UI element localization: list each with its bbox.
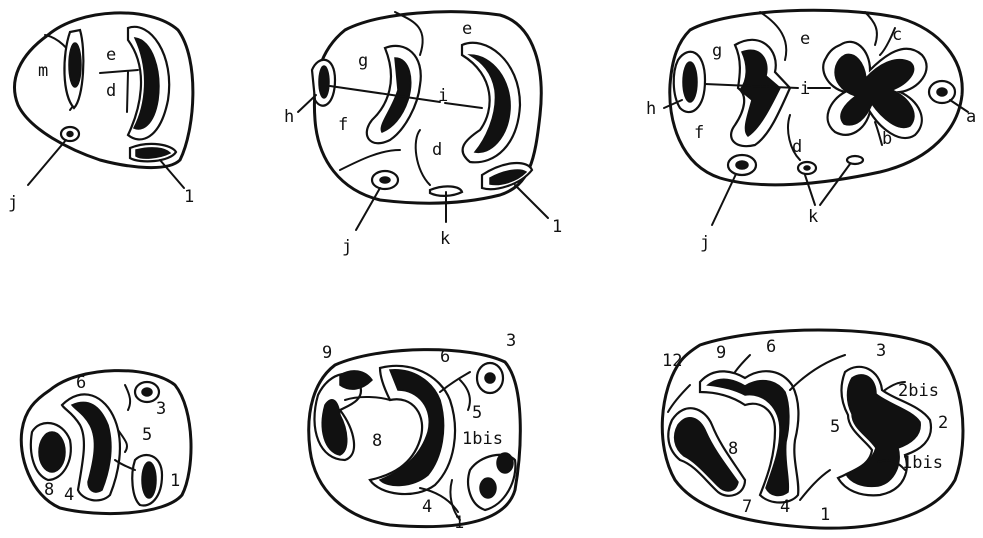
- label-3: 3: [506, 331, 516, 351]
- label-3: 3: [156, 399, 166, 419]
- label-d: d: [432, 140, 442, 160]
- dentine-island-1b: [497, 453, 513, 473]
- label-b: b: [882, 129, 892, 149]
- label-1: 1: [454, 513, 464, 533]
- cusp-line-d: [127, 72, 128, 112]
- bottom-tooth-3: 12 9 6 3 2bis 5 2 8 1bis 7 4 1: [662, 330, 963, 528]
- label-j: j: [700, 233, 710, 253]
- label-7: 7: [742, 497, 752, 517]
- label-1: 1: [170, 471, 180, 491]
- cingulum-3-core: [142, 388, 152, 396]
- label-1: 1: [552, 217, 562, 237]
- label-e: e: [800, 29, 810, 49]
- label-4: 4: [780, 497, 790, 517]
- label-h: h: [284, 107, 294, 127]
- label-j: j: [8, 193, 18, 213]
- bottom-tooth-2: 9 6 3 5 8 1bis 4 1: [309, 331, 521, 533]
- label-a: a: [966, 107, 976, 127]
- cingulum-j-core: [67, 132, 73, 137]
- label-6: 6: [440, 347, 450, 367]
- leader-j: [712, 174, 736, 225]
- label-f: f: [338, 115, 348, 135]
- dentine-island-1: [142, 462, 156, 498]
- leader-1: [515, 185, 548, 218]
- label-5: 5: [472, 403, 482, 423]
- label-1: 1: [184, 187, 194, 207]
- cingulum-k-2: [847, 156, 863, 164]
- cingulum-3-core: [485, 373, 495, 383]
- label-12: 12: [662, 351, 682, 371]
- label-4: 4: [64, 485, 74, 505]
- bottom-tooth-1: 6 3 5 8 4 1: [21, 371, 191, 514]
- label-f: f: [694, 123, 704, 143]
- cingulum-j-core: [380, 177, 390, 183]
- cingulum-a-core: [937, 88, 947, 96]
- top-tooth-3: g e c h i a f d b j k: [646, 10, 976, 253]
- label-1bis: 1bis: [902, 453, 943, 473]
- label-8: 8: [372, 431, 382, 451]
- label-1: 1: [820, 505, 830, 525]
- label-c: c: [892, 25, 902, 45]
- label-5: 5: [142, 425, 152, 445]
- dentine-island-h: [319, 66, 329, 98]
- label-g: g: [712, 41, 722, 61]
- label-i: i: [438, 86, 448, 106]
- label-4: 4: [422, 497, 432, 517]
- label-6: 6: [766, 337, 776, 357]
- label-8: 8: [44, 480, 54, 500]
- label-1bis: 1bis: [462, 429, 503, 449]
- label-d: d: [106, 81, 116, 101]
- label-j: j: [342, 237, 352, 257]
- label-2bis: 2bis: [898, 381, 939, 401]
- label-e: e: [106, 45, 116, 65]
- label-e: e: [462, 19, 472, 39]
- dentine-island-8: [39, 432, 65, 472]
- top-tooth-2: g e h i f d j k 1: [284, 12, 562, 257]
- dentine-island-h: [683, 62, 697, 102]
- leader-j: [28, 140, 66, 185]
- label-h: h: [646, 99, 656, 119]
- dentine-island-m: [69, 43, 81, 87]
- label-k: k: [808, 207, 818, 227]
- label-g: g: [358, 51, 368, 71]
- dentine-island-1: [480, 478, 496, 498]
- label-6: 6: [76, 373, 86, 393]
- cingulum-j-core: [736, 161, 748, 169]
- label-3: 3: [876, 341, 886, 361]
- label-d: d: [792, 137, 802, 157]
- cingulum-k-1-core: [804, 166, 810, 170]
- label-m: m: [38, 61, 48, 81]
- top-tooth-1: m e d j 1: [8, 13, 194, 213]
- label-2: 2: [938, 413, 948, 433]
- label-8: 8: [728, 439, 738, 459]
- label-9: 9: [322, 343, 332, 363]
- label-k: k: [440, 229, 450, 249]
- label-9: 9: [716, 343, 726, 363]
- label-5: 5: [830, 417, 840, 437]
- tooth-outline: [670, 10, 962, 185]
- label-i: i: [800, 79, 810, 99]
